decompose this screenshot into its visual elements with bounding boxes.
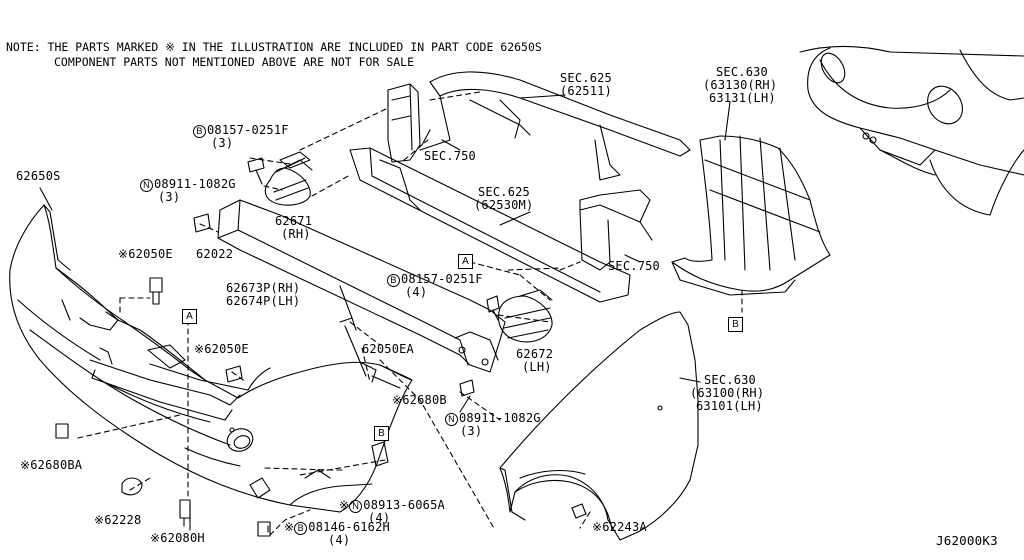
bolt-symbol: B (193, 125, 206, 138)
qty-08157-top: (3) (211, 136, 234, 150)
part-label-62672: 62672 (516, 347, 554, 361)
part-label-62650S: 62650S (16, 169, 61, 183)
reinforcement-beam-drawing (217, 199, 506, 373)
part-label-62680B: ※62680B (392, 393, 447, 407)
core-support-drawing (349, 71, 691, 303)
part-label-62080H: ※62080H (150, 531, 205, 545)
part-label-62050EA: 62050EA (362, 342, 414, 356)
part-label-sec630-top-lh: 63131(LH) (709, 91, 776, 105)
bolt-symbol: B (387, 274, 400, 287)
qty-08913: (4) (368, 511, 391, 525)
bumper-fascia-drawing (9, 204, 413, 513)
nut-symbol: N (445, 413, 458, 426)
nut-symbol: N (140, 179, 153, 192)
reference-box-a: A (182, 309, 197, 324)
solid-leader-lines (39, 94, 731, 533)
bracket-drawings (264, 151, 553, 343)
bolt-symbol: B (294, 522, 308, 535)
fender-drawing (499, 311, 699, 541)
qty-08911-bot: (3) (460, 424, 483, 438)
part-label-62671: 62671 (275, 214, 313, 228)
part-label-sec625-top: SEC.625 (560, 71, 612, 85)
part-label-62050E-a: ※62050E (118, 247, 173, 261)
reference-box-b: B (728, 317, 743, 332)
part-label-sec625-top-code: (62511) (560, 84, 612, 98)
reference-box-a: A (458, 254, 473, 269)
part-label-62022: 62022 (196, 247, 234, 261)
part-label-sec630-bot-lh: 63101(LH) (696, 399, 763, 413)
splash-shield-drawing (671, 135, 831, 296)
part-label-62672-side: (LH) (522, 360, 552, 374)
part-label-62680BA: ※62680BA (20, 458, 83, 472)
dashed-leader-lines (77, 91, 743, 536)
part-label-sec750-top: SEC.750 (424, 149, 476, 163)
part-label-62673P: 62673P(RH) (226, 281, 301, 295)
note-line-2: COMPONENT PARTS NOT MENTIONED ABOVE ARE … (54, 55, 415, 69)
reference-box-b: B (374, 426, 389, 441)
diagram-code: J62000K3 (936, 533, 998, 548)
part-label-sec630-top-rh: (63130(RH) (703, 78, 778, 92)
part-label-sec630-bot: SEC.630 (704, 373, 756, 387)
qty-08146: (4) (328, 533, 351, 547)
part-label-sec750-right: SEC.750 (608, 259, 660, 273)
qty-08157-mid: (4) (405, 285, 428, 299)
part-label-62674P: 62674P(LH) (226, 294, 301, 308)
car-silhouette-drawing (799, 45, 1024, 216)
part-label-sec630-bot-rh: (63100(RH) (690, 386, 765, 400)
qty-08911-top: (3) (158, 190, 181, 204)
part-label-62671-side: (RH) (281, 227, 311, 241)
part-label-sec625-mid: SEC.625 (478, 185, 530, 199)
part-label-62228: ※62228 (94, 513, 142, 527)
nut-symbol: N (349, 500, 363, 513)
part-label-sec630-top: SEC.630 (716, 65, 768, 79)
part-label-62243A: ※62243A (592, 520, 647, 534)
fastener-drawings (55, 157, 587, 537)
part-label-62050E-b: ※62050E (194, 342, 249, 356)
part-label-sec625-mid-code: (62530M) (474, 198, 534, 212)
note-line-1: NOTE: THE PARTS MARKED ※ IN THE ILLUSTRA… (6, 40, 542, 54)
